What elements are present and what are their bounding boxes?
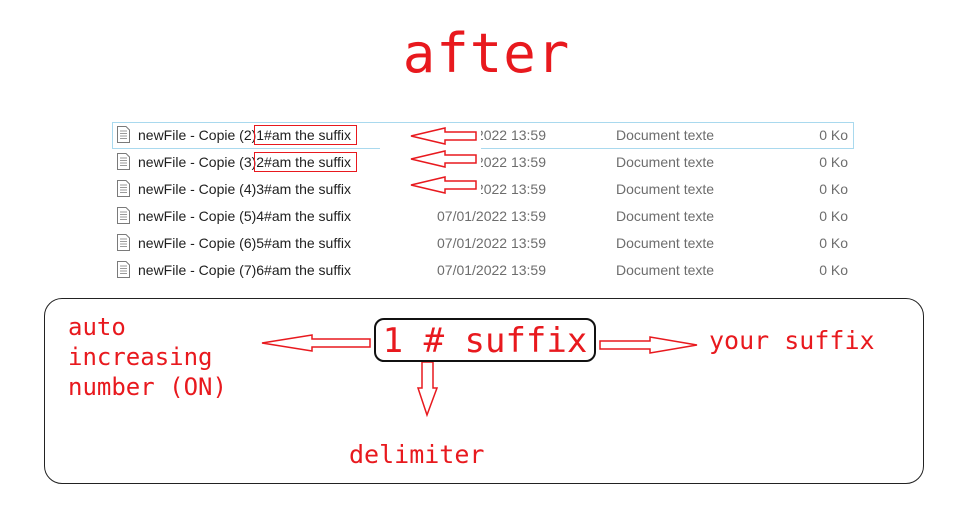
text-file-icon xyxy=(117,261,130,278)
file-type: Document texte xyxy=(616,181,715,197)
file-suffix: 5#am the suffix xyxy=(256,235,351,251)
file-type: Document texte xyxy=(616,208,715,224)
file-suffix: 3#am the suffix xyxy=(256,181,351,197)
delimiter-label: delimiter xyxy=(349,440,485,469)
file-name: newFile - Copie (4)3#am the suffix xyxy=(138,181,351,197)
file-name: newFile - Copie (5)4#am the suffix xyxy=(138,208,351,224)
file-size: 0 Ko xyxy=(819,127,848,143)
text-file-icon xyxy=(117,207,130,224)
file-base-name: newFile - Copie (3) xyxy=(138,154,257,170)
file-name: newFile - Copie (7)6#am the suffix xyxy=(138,262,351,278)
file-size: 0 Ko xyxy=(819,181,848,197)
file-row[interactable]: newFile - Copie (5)4#am the suffix 07/01… xyxy=(112,203,854,230)
file-size: 0 Ko xyxy=(819,208,848,224)
auto-number-label: auto increasing number (ON) xyxy=(68,313,227,401)
file-type: Document texte xyxy=(616,235,715,251)
file-name: newFile - Copie (3)2#am the suffix xyxy=(138,152,357,172)
file-size: 0 Ko xyxy=(819,154,848,170)
file-size: 0 Ko xyxy=(819,235,848,251)
file-date: 07/01/2022 13:59 xyxy=(437,262,546,278)
left-arrow-icon xyxy=(410,176,477,194)
file-size: 0 Ko xyxy=(819,262,848,278)
left-arrow-icon xyxy=(410,150,477,168)
suffix-label: your suffix xyxy=(709,326,875,355)
file-base-name: newFile - Copie (2) xyxy=(138,127,257,143)
right-arrow-icon xyxy=(599,336,698,354)
file-row[interactable]: newFile - Copie (7)6#am the suffix 07/01… xyxy=(112,257,854,284)
left-arrow-icon xyxy=(261,334,371,352)
left-arrow-icon xyxy=(410,127,477,145)
file-base-name: newFile - Copie (5) xyxy=(138,208,257,224)
text-file-icon xyxy=(117,234,130,251)
file-name: newFile - Copie (2)1#am the suffix xyxy=(138,125,357,145)
down-arrow-icon xyxy=(416,361,439,418)
file-type: Document texte xyxy=(616,154,715,170)
text-file-icon xyxy=(117,180,130,197)
text-file-icon xyxy=(117,126,130,143)
text-file-icon xyxy=(117,153,130,170)
file-type: Document texte xyxy=(616,127,715,143)
file-suffix: 1#am the suffix xyxy=(254,125,357,145)
file-suffix: 4#am the suffix xyxy=(256,208,351,224)
file-date: 07/01/2022 13:59 xyxy=(437,235,546,251)
file-name: newFile - Copie (6)5#am the suffix xyxy=(138,235,351,251)
file-list: newFile - Copie (2)1#am the suffix 07/01… xyxy=(112,122,854,284)
suffix-formula: 1 # suffix xyxy=(374,318,596,362)
file-row[interactable]: newFile - Copie (6)5#am the suffix 07/01… xyxy=(112,230,854,257)
file-base-name: newFile - Copie (6) xyxy=(138,235,257,251)
file-base-name: newFile - Copie (7) xyxy=(138,262,257,278)
file-base-name: newFile - Copie (4) xyxy=(138,181,257,197)
file-suffix: 2#am the suffix xyxy=(254,152,357,172)
file-date: 07/01/2022 13:59 xyxy=(437,208,546,224)
file-type: Document texte xyxy=(616,262,715,278)
file-suffix: 6#am the suffix xyxy=(256,262,351,278)
explanation-panel xyxy=(44,298,924,484)
page-title: after xyxy=(402,22,571,85)
